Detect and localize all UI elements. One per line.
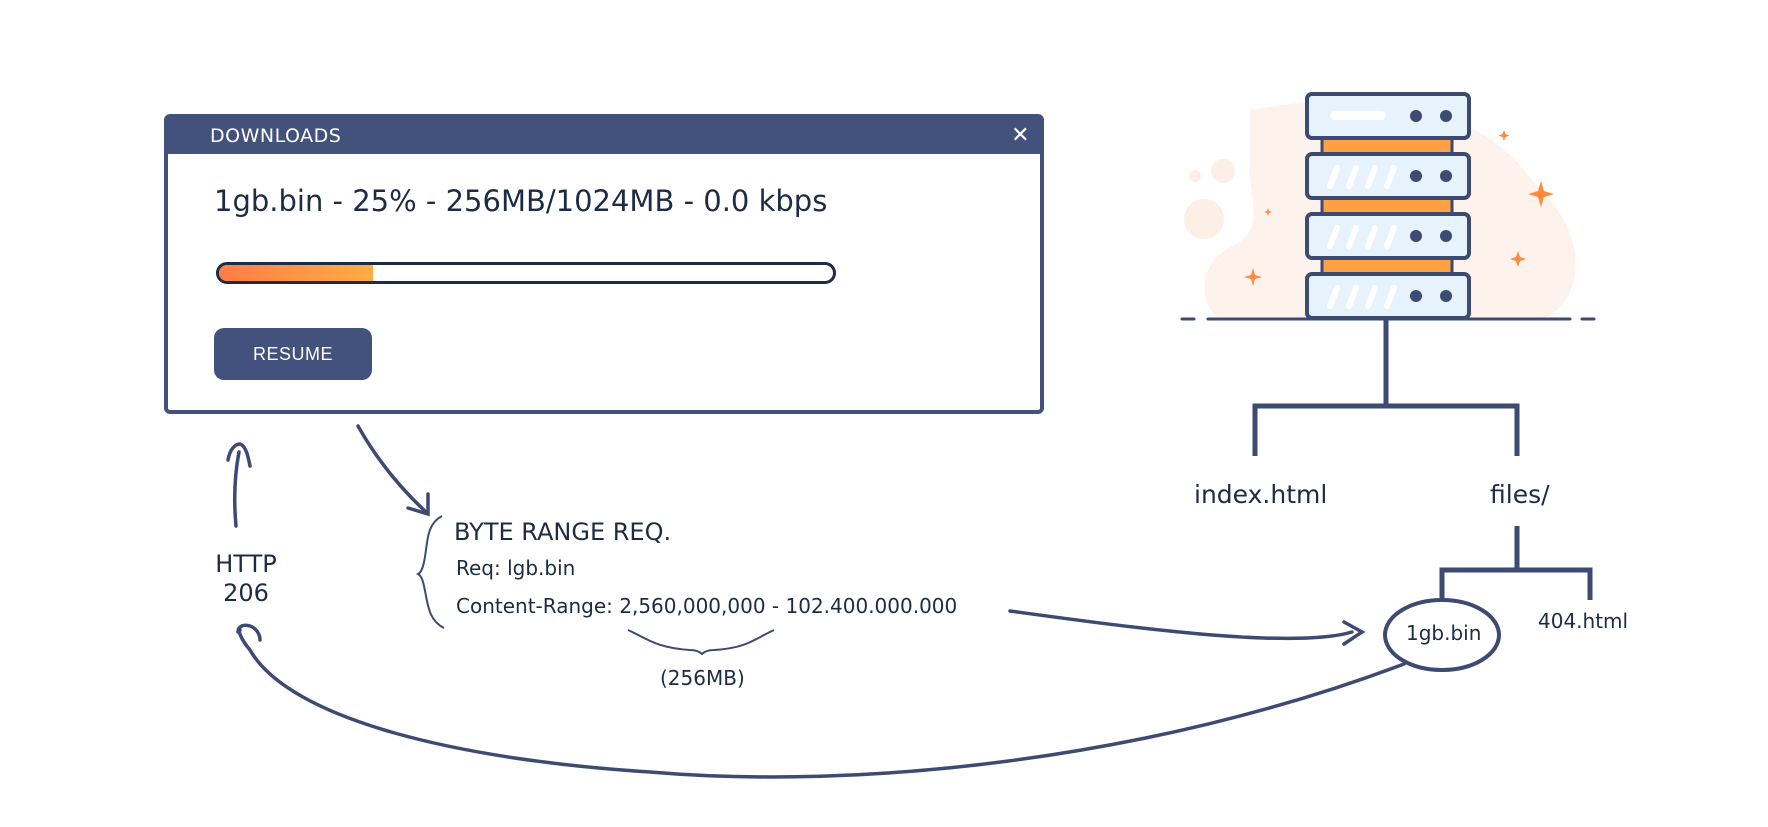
response-up-arrow — [226, 442, 252, 528]
status-code: 206 — [223, 579, 269, 607]
brace — [415, 515, 445, 629]
brace — [627, 629, 775, 656]
tree-item-404: 404.html — [1538, 609, 1629, 633]
downloads-title-bar: DOWNLOADS ✕ — [168, 118, 1040, 154]
decor-bubble — [1211, 159, 1235, 183]
close-icon[interactable]: ✕ — [1011, 123, 1030, 148]
progress-bar — [216, 262, 836, 284]
file-tree-lines — [1252, 320, 1593, 600]
tree-item-files: files/ — [1490, 480, 1550, 509]
content-range-label: Content-Range: 2,560,000,000 - 102.400.0… — [456, 594, 958, 618]
decor-bubble — [1184, 199, 1224, 239]
response-arrow — [236, 623, 1406, 779]
sparkle-icon — [1264, 208, 1272, 216]
resume-button[interactable]: RESUME — [214, 328, 372, 380]
range-to-file-arrow — [1008, 609, 1366, 646]
sparkle-icon — [1528, 181, 1554, 207]
request-file-label: Req: lgb.bin — [456, 556, 576, 580]
request-arrow — [356, 424, 430, 517]
server-rack-icon — [1305, 92, 1471, 320]
http-status-label: HTTP 206 — [206, 550, 286, 608]
sparkle-icon — [1244, 268, 1262, 286]
download-status: 1gb.bin - 25% - 256MB/1024MB - 0.0 kbps — [214, 184, 828, 218]
byte-range-title: BYTE RANGE REQ. — [454, 518, 672, 546]
file-node-ellipse — [1383, 598, 1501, 672]
http-label: HTTP — [215, 550, 277, 578]
downloads-title: DOWNLOADS — [210, 125, 342, 147]
sparkle-icon — [1510, 251, 1526, 267]
downloads-window: DOWNLOADS ✕ 1gb.bin - 25% - 256MB/1024MB… — [164, 114, 1044, 414]
tree-item-1gb-bin: 1gb.bin — [1406, 621, 1482, 645]
tree-item-index: index.html — [1194, 480, 1328, 509]
progress-fill — [219, 265, 373, 281]
decor-bubble — [1189, 170, 1201, 182]
sparkle-icon — [1498, 130, 1510, 141]
range-size-note: (256MB) — [660, 666, 745, 690]
